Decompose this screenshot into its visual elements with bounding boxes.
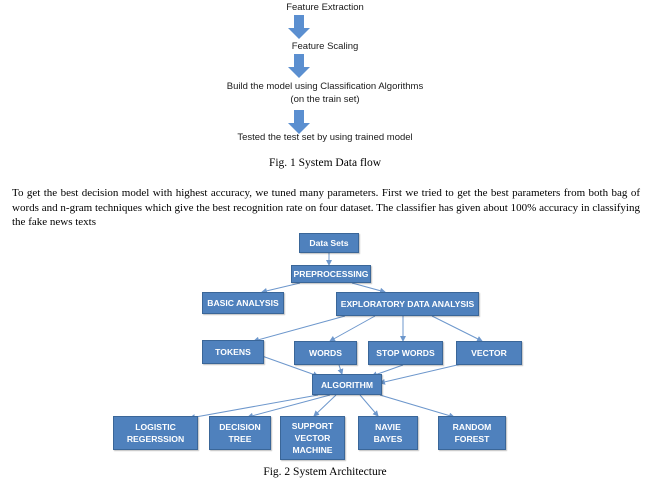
flow-step-test-set: Tested the test set by using trained mod… [237,132,413,143]
node-preprocessing: PREPROCESSING [291,265,371,283]
node-basic-analysis: BASIC ANALYSIS [202,292,284,314]
node-exploratory-data-analysis: EXPLORATORY DATA ANALYSIS [336,292,479,316]
node-algorithm: ALGORITHM [312,374,382,395]
flow-step-feature-extraction: Feature Extraction [286,2,364,13]
flow-step-build-model: Build the model using Classification Alg… [226,81,424,92]
down-arrow-icon [288,54,310,78]
down-arrow-icon [288,110,310,134]
down-arrow-icon [288,15,310,39]
figure-2-caption: Fig. 2 System Architecture [263,466,387,478]
flow-step-train-set: (on the train set) [290,94,360,105]
flow-step-feature-scaling: Feature Scaling [291,41,359,52]
node-data-sets: Data Sets [299,233,359,253]
node-words: WORDS [294,341,357,365]
node-tokens: TOKENS [202,340,264,364]
node-stop-words: STOP WORDS [368,341,443,365]
node-vector: VECTOR [456,341,522,365]
body-paragraph: To get the best decision model with high… [12,187,640,228]
figure-1-caption: Fig. 1 System Data flow [268,157,382,169]
